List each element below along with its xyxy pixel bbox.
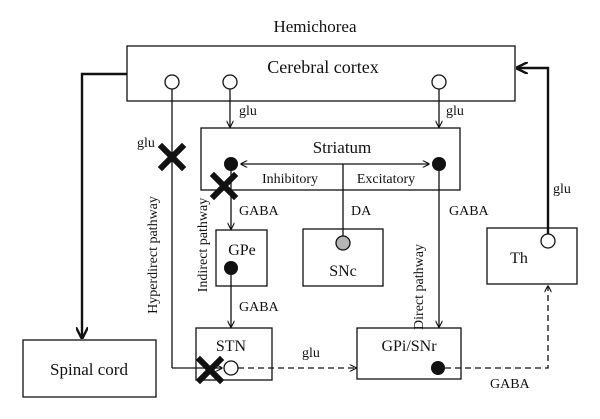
da-label: DA (351, 204, 372, 219)
gpe-label: GPe (228, 242, 256, 259)
cortex-node-direct (431, 74, 447, 90)
direct-pathway-label: Direct pathway (412, 244, 427, 330)
snc-box: SNc (302, 228, 384, 287)
glu-label-th-cortex: glu (553, 182, 571, 197)
striatum-inhibitory-node (224, 157, 238, 171)
cerebral-cortex-box: Cerebral cortex (126, 45, 516, 102)
gaba-label-striatum-gpe: GABA (239, 204, 280, 219)
cortex-node-hyperdirect (164, 74, 180, 90)
gpe-box: GPe (215, 229, 268, 287)
glu-label-left: glu (239, 104, 257, 119)
gaba-label-striatum-gpi: GABA (449, 204, 490, 219)
inhibitory-label: Inhibitory (262, 172, 318, 187)
x-mark-icon-hyperdirect (157, 142, 187, 172)
x-mark-icon-stn (195, 355, 225, 385)
glu-label-right: glu (446, 104, 464, 119)
gaba-label-gpi-th: GABA (490, 377, 531, 392)
hyperdirect-pathway-label: Hyperdirect pathway (146, 196, 161, 314)
gpi-snr-box: GPi/SNr (356, 327, 462, 380)
stn-label: STN (216, 338, 247, 355)
glu-label-stn-gpi: glu (302, 346, 320, 361)
spinal-cord-box: Spinal cord (22, 339, 157, 398)
gpi-node (431, 361, 445, 375)
x-mark-icon-indirect (209, 171, 239, 201)
cortex-to-spinal-cord-arrow (82, 72, 127, 338)
gaba-label-gpe-stn: GABA (239, 300, 280, 315)
striatum-label: Striatum (313, 138, 372, 157)
th-node (540, 233, 556, 249)
indirect-pathway-label: Indirect pathway (196, 198, 211, 292)
gpe-node (224, 261, 238, 275)
glu-label-hyperdirect: glu (137, 136, 155, 151)
striatum-box: Striatum Inhibitory Excitatory (200, 127, 461, 191)
snc-node (335, 235, 351, 251)
th-label: Th (510, 250, 528, 267)
gpi-to-th-dashed-arrow (445, 286, 548, 369)
cerebral-cortex-label: Cerebral cortex (267, 57, 378, 77)
cortex-node-indirect (222, 74, 238, 90)
excitatory-label: Excitatory (357, 172, 415, 187)
snc-label: SNc (329, 263, 357, 280)
gpi-snr-label: GPi/SNr (381, 338, 437, 355)
stn-node (223, 360, 239, 376)
striatum-excitatory-node (432, 157, 446, 171)
th-to-cortex-arrow (517, 68, 550, 234)
diagram-title: Hemichorea (273, 17, 357, 36)
spinal-cord-label: Spinal cord (50, 360, 128, 379)
th-box: Th (486, 227, 578, 285)
